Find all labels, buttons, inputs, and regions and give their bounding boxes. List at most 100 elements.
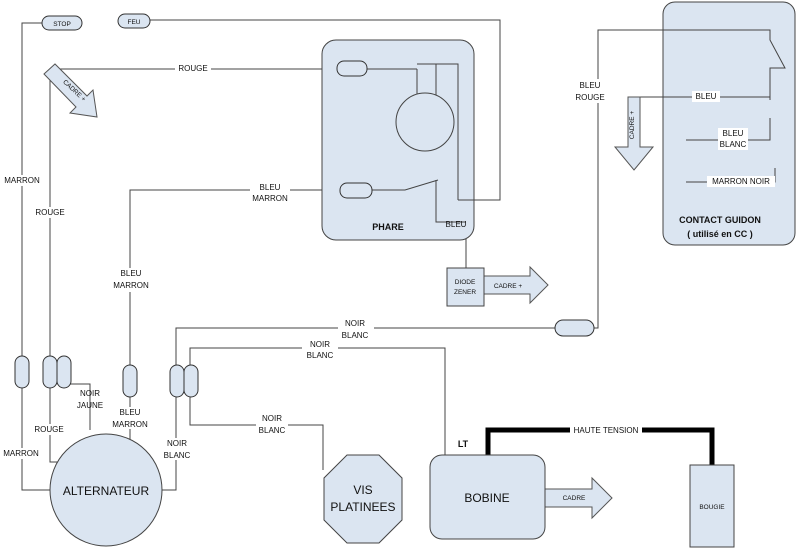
wire-label-bleu-5: BLEU (120, 408, 141, 417)
wire-label-bleu-guidon: BLEU (696, 92, 717, 101)
phare-bulb (395, 92, 455, 152)
wire-label-noir-2: NOIR (310, 340, 330, 349)
wire-label-noir-5: NOIR (167, 439, 187, 448)
feu-label: FEU (128, 19, 141, 26)
wire-label-rouge-low: ROUGE (34, 425, 63, 434)
wire-label-rouge-left: ROUGE (35, 208, 64, 217)
arrow-shape (43, 63, 98, 118)
label-bg (2, 448, 42, 459)
label-bg (160, 438, 194, 460)
phare-wire-e (372, 179, 439, 191)
wire-label-marron-noir: MARRON NOIR (712, 177, 770, 186)
phare: PHARE (321, 39, 500, 241)
arrow-cadre-plus-guidon: CADRE + (613, 96, 655, 171)
label-bg (110, 407, 150, 429)
wire-marron-stop (21, 22, 55, 491)
connector-noir-blanc-a (169, 364, 185, 398)
guidon-wire-bleu-blanc (686, 118, 771, 141)
wire-label-blanc-2: BLANC (342, 331, 369, 340)
bobine-label: BOBINE (464, 491, 509, 505)
contact-guidon-body (662, 1, 796, 246)
wire-label-rouge-top: ROUGE (178, 64, 207, 73)
wire-label-blanc-3: BLANC (307, 351, 334, 360)
phare-connector-top (336, 60, 368, 77)
label-bg (30, 424, 68, 435)
alternateur-label: ALTERNATEUR (63, 484, 150, 498)
wire-label-haute-tension: HAUTE TENSION (574, 426, 639, 435)
diode-label-1: DIODE (455, 279, 476, 286)
wire-noir-blanc-bobine (189, 347, 446, 460)
wire-label-blanc-4: BLANC (259, 426, 286, 435)
lt-label: LT (458, 439, 469, 449)
wire-label-marron-2: MARRON (113, 281, 149, 290)
label-bg (4, 175, 42, 186)
connector-bleu-marron (122, 364, 138, 398)
connector-guidon (554, 319, 595, 337)
arrow-cadre-bobine: CADRE (544, 476, 613, 520)
arrow-cadre-plus-top-left: CADRE + (43, 63, 98, 118)
wire-label-bleu-phare: BLEU (446, 220, 467, 229)
wire-bleu-marron-phare (129, 189, 340, 440)
vis-label-1: VIS (353, 483, 372, 497)
connector-rouge (42, 355, 58, 389)
vis-label-2: PLATINEES (330, 500, 395, 514)
label-bg (302, 339, 338, 361)
arrow-label: CADRE + (629, 111, 636, 140)
wire-noir-jaune (70, 383, 91, 430)
wire-label-noir-1: NOIR (345, 319, 365, 328)
label-bg (338, 318, 374, 340)
stop-label: STOP (53, 21, 71, 28)
wire-label-marron-low: MARRON (3, 449, 39, 458)
wire-label-bleu-3: BLEU (723, 129, 744, 138)
label-bg (33, 207, 67, 218)
connector-marron (14, 355, 30, 389)
guidon-switch (663, 29, 786, 100)
arrow-shape (613, 96, 655, 171)
wire-label-noir-4: NOIR (262, 414, 282, 423)
wire-label-marron-3: MARRON (112, 420, 148, 429)
wire-label-bleu-1: BLEU (260, 183, 281, 192)
label-bg (175, 63, 211, 74)
phare-connector-mid (339, 182, 373, 199)
label-bg (692, 91, 720, 102)
bobine (429, 454, 546, 540)
label-bg (250, 182, 290, 204)
arrow-cadre-plus-diode: CADRE + (483, 265, 549, 305)
wire-label-marron-left: MARRON (4, 176, 40, 185)
label-bg (256, 413, 288, 435)
alternateur (49, 433, 163, 547)
label-bg (576, 79, 608, 103)
wire-label-blanc-5: BLANC (164, 451, 191, 460)
label-bg (570, 424, 642, 436)
label-bg (110, 268, 152, 292)
arrow-label: CADRE + (494, 283, 523, 290)
label-bg (718, 128, 748, 150)
phare-wire-f (435, 180, 466, 223)
arrow-label: CADRE (563, 495, 586, 502)
bougie-label: BOUGIE (699, 504, 725, 511)
vis-platinees (323, 454, 403, 544)
wire-label-bleu-4: BLEU (121, 269, 142, 278)
wire-label-marron-1: MARRON (252, 194, 288, 203)
wire-noir-blanc-alt (160, 395, 177, 491)
diode-label-2: ZENER (454, 289, 476, 296)
bougie (689, 464, 735, 548)
feu-terminal (117, 13, 151, 29)
wire-noir-blanc-upper (175, 327, 555, 365)
phare-wire-c (417, 63, 459, 200)
contact-guidon-label-1: CONTACT GUIDON (679, 215, 761, 225)
connector-noir-blanc-b (183, 364, 199, 398)
wire-label-jaune: JAUNE (77, 401, 103, 410)
connector-noir-jaune (56, 355, 72, 389)
arrow-shape (483, 265, 549, 305)
contact-guidon: CONTACT GUIDON ( utilisé en CC ) (662, 1, 796, 246)
stop-terminal (41, 15, 83, 31)
wire-label-blanc-1: BLANC (720, 140, 747, 149)
contact-guidon-label-2: ( utilisé en CC ) (687, 229, 753, 239)
wire-label-rouge-2: ROUGE (575, 93, 604, 102)
wire-label-noir-3: NOIR (80, 389, 100, 398)
diode-zener (446, 267, 485, 307)
label-bg (707, 176, 775, 187)
